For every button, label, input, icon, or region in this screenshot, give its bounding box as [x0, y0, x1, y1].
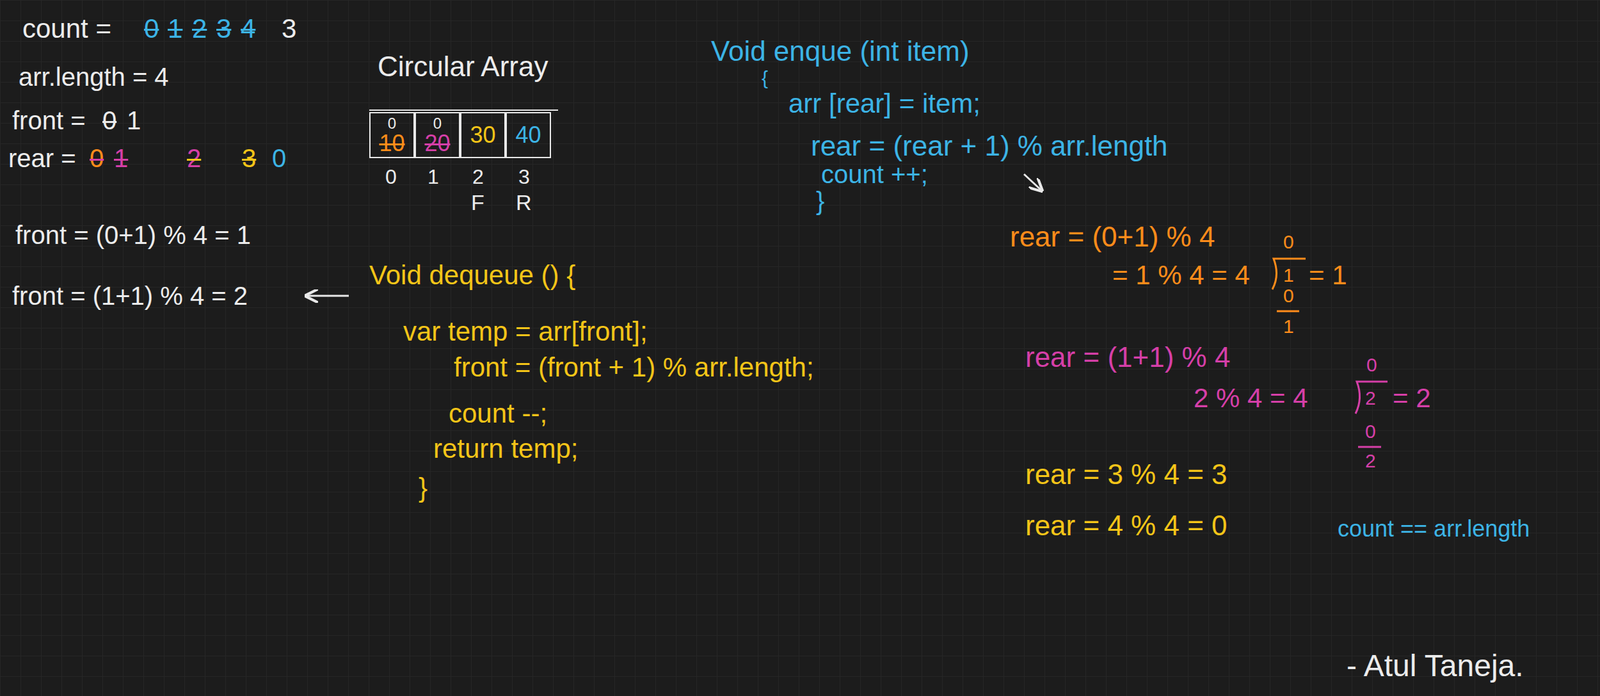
note-text: F — [471, 189, 485, 216]
note-text: rear = (1+1) % 4 — [1025, 340, 1231, 375]
note-text: arr.length = 4 — [18, 61, 169, 93]
note-text: 0 — [272, 142, 287, 174]
array-top-line — [369, 109, 559, 111]
note-text: Void enque (int item) — [711, 34, 970, 69]
note-text: count == arr.length — [1337, 514, 1530, 543]
note-text: 2 — [186, 142, 201, 174]
note-text: count ++; — [821, 158, 928, 190]
note-text: 2 % 4 = 4 — [1193, 382, 1309, 415]
note-text: var temp = arr[front]; — [403, 315, 648, 348]
note-text: = 1 % 4 = 4 — [1112, 259, 1250, 292]
note-text: 1 — [1283, 314, 1295, 338]
division-line — [1358, 446, 1382, 448]
cell-value: 40 — [515, 122, 541, 148]
note-text: rear = (rear + 1) % arr.length — [810, 129, 1168, 164]
cell-value: 0 — [387, 115, 397, 132]
note-text: 1 — [113, 142, 128, 174]
note-text: 1 — [126, 104, 141, 136]
division-bracket — [1272, 258, 1306, 290]
note-text: 2 — [1365, 449, 1376, 473]
array-cell: 30 — [460, 112, 506, 159]
note-text: 1 — [427, 164, 440, 189]
note-text: - Atul Taneja. — [1346, 647, 1524, 685]
note-text: 3 — [241, 142, 256, 174]
cell-value: 0 — [433, 115, 442, 132]
cell-value: 20 — [424, 131, 450, 156]
note-text: = 1 — [1308, 259, 1348, 292]
note-text: R — [515, 189, 532, 216]
cell-value: 10 — [378, 131, 405, 156]
note-text: 0 — [385, 164, 397, 189]
note-text: 0 — [1365, 419, 1376, 443]
note-text: 0 — [1366, 353, 1378, 377]
note-text: 4 — [240, 12, 256, 45]
note-text: front = (1+1) % 4 = 2 — [12, 280, 248, 312]
note-text: front = (front + 1) % arr.length; — [453, 351, 815, 384]
note-text: 3 — [518, 164, 530, 189]
array-cell: 010 — [369, 112, 415, 159]
note-text: count --; — [448, 397, 548, 430]
note-text: rear = (0+1) % 4 — [1009, 220, 1215, 255]
division-line — [1276, 310, 1300, 313]
note-text: count = — [22, 12, 112, 45]
note-text: 3 — [216, 12, 232, 45]
note-text: 0 — [1283, 230, 1295, 254]
note-text: rear = — [8, 142, 77, 174]
heading: Circular Array — [377, 49, 549, 84]
note-text: front = — [12, 104, 86, 136]
note-text: 0 — [102, 104, 117, 136]
note-text: rear = 4 % 4 = 0 — [1025, 508, 1228, 543]
cell-value: 30 — [469, 122, 496, 148]
note-text: 0 — [1283, 284, 1295, 308]
array-cell: 40 — [505, 112, 552, 159]
note-text: Void dequeue () { — [369, 259, 576, 292]
note-text: } — [816, 185, 825, 217]
note-text: 0 — [144, 12, 159, 45]
array-cell: 020 — [414, 112, 461, 159]
pointer-arrow — [1024, 174, 1042, 191]
note-text: } — [418, 471, 428, 504]
pointer-arrow — [305, 295, 349, 297]
note-text: 0 — [89, 142, 104, 174]
note-text: arr [rear] = item; — [788, 87, 981, 120]
note-text: return temp; — [433, 432, 578, 465]
note-text: 2 — [1365, 386, 1376, 410]
note-text: = 2 — [1392, 382, 1432, 415]
note-text: 1 — [167, 12, 183, 45]
note-text: 2 — [192, 12, 207, 45]
note-text: rear = 3 % 4 = 3 — [1025, 457, 1228, 492]
note-text: { — [761, 66, 768, 90]
note-text: 3 — [281, 12, 297, 45]
division-bracket — [1355, 381, 1388, 414]
note-text: 1 — [1283, 263, 1295, 287]
note-text: 2 — [472, 164, 484, 189]
note-text: front = (0+1) % 4 = 1 — [15, 219, 251, 251]
